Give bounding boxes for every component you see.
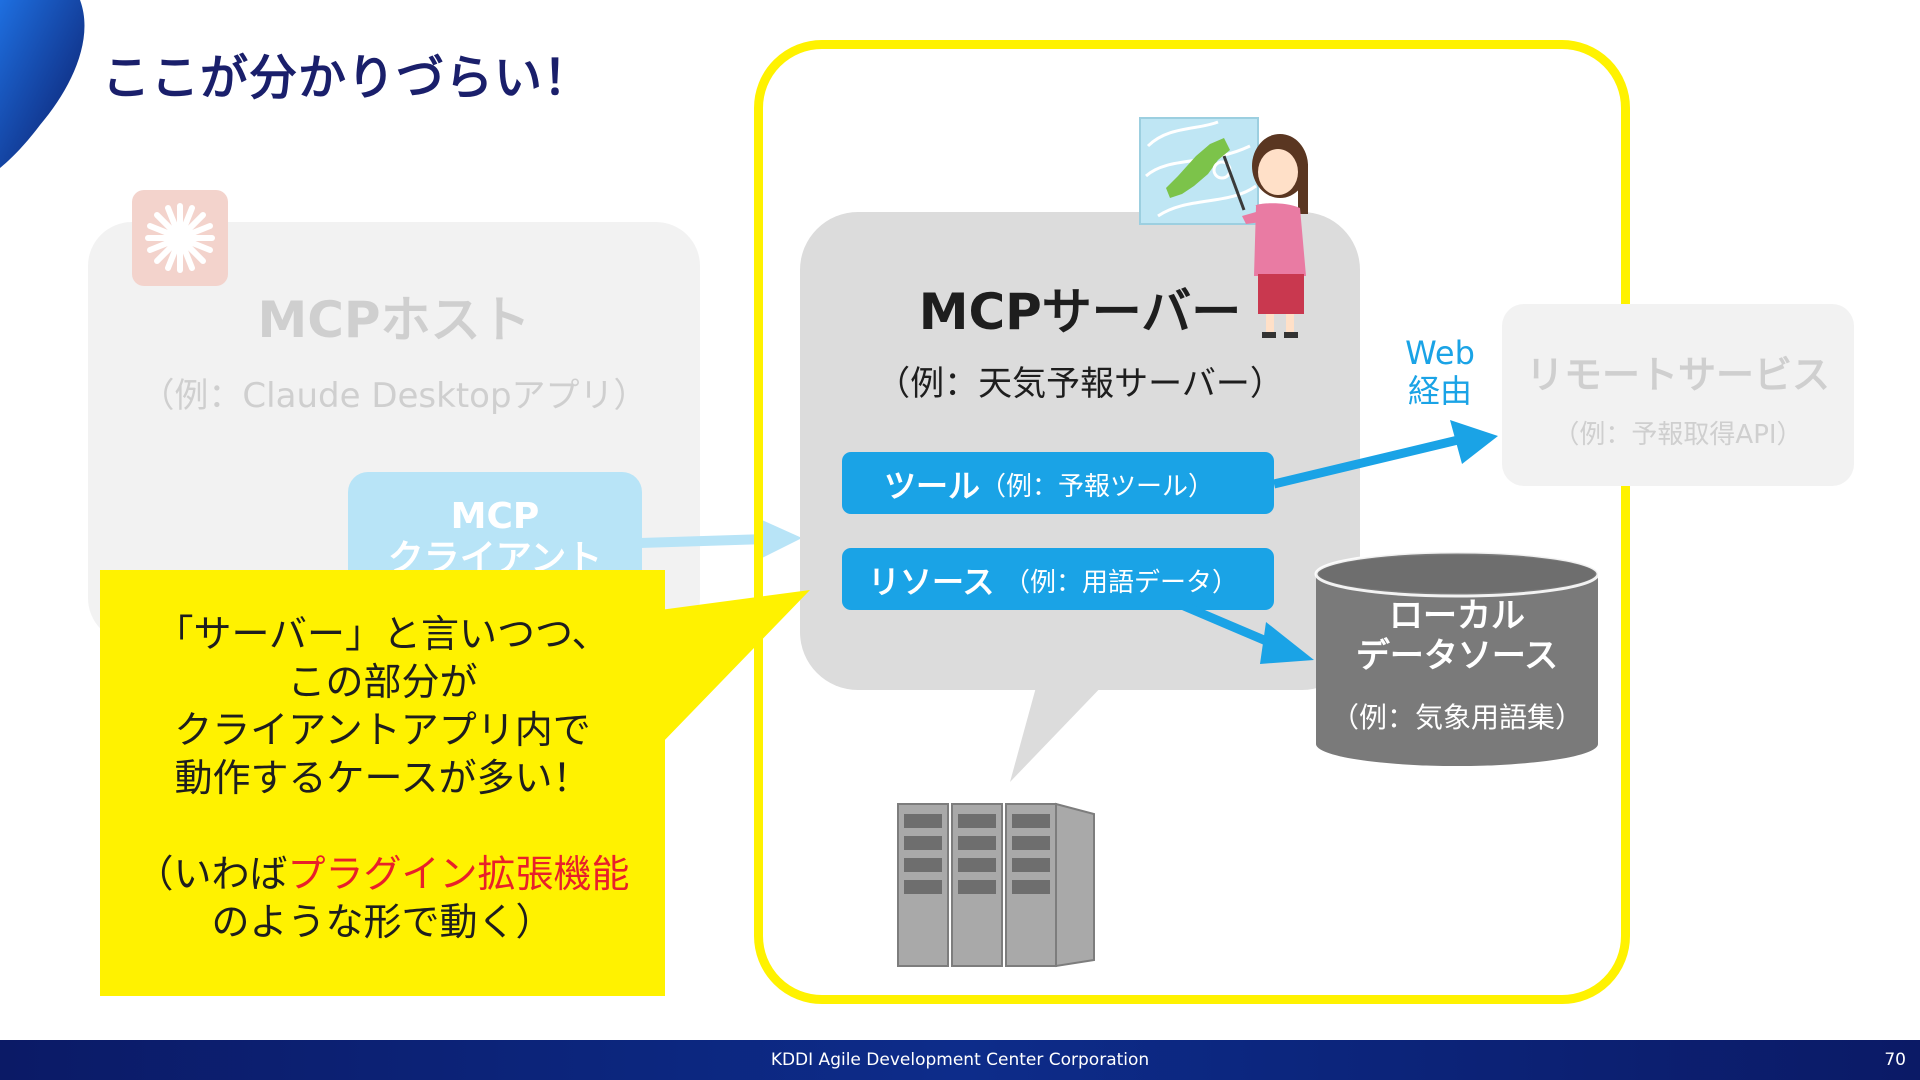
- resource-pill: リソース （例：用語データ）: [842, 548, 1274, 610]
- highlight-frame: [754, 40, 1630, 1004]
- remote-service-title: リモートサービス: [1525, 353, 1830, 397]
- slide-title: ここが分かりづらい！: [102, 50, 593, 106]
- resource-label: リソース: [868, 563, 995, 601]
- local-data-title: ローカル データソース: [1314, 596, 1600, 676]
- client-to-server-arrow: [640, 520, 802, 558]
- callout-line5: （いわばプラグイン拡張機能: [100, 850, 665, 898]
- tool-to-remote-arrow: [1272, 420, 1498, 489]
- page-number: 70: [1884, 1050, 1906, 1070]
- callout-line4: 動作するケースが多い！: [174, 756, 591, 800]
- presenter-woman-icon: [1222, 134, 1308, 338]
- callout-line1: 「サーバー」と言いつつ、: [155, 612, 610, 656]
- resource-to-database-arrow: [1182, 601, 1314, 664]
- callout-line5-prefix: （いわば: [135, 852, 288, 896]
- weather-map-icon: [1139, 117, 1259, 225]
- callout-text: 「サーバー」と言いつつ、 この部分が クライアントアプリ内で 動作するケースが多…: [100, 610, 665, 946]
- tool-example: （例：予報ツール）: [980, 472, 1215, 502]
- web-label-line2: 経由: [1407, 372, 1472, 410]
- tool-label: ツール: [884, 467, 981, 505]
- callout-box: [100, 570, 665, 996]
- local-data-title-line2: データソース: [1355, 636, 1559, 676]
- callout-pointer: [660, 590, 810, 745]
- remote-service-box: [1502, 304, 1854, 486]
- tool-pill: ツール （例：予報ツール）: [842, 452, 1274, 514]
- web-label-line1: Web: [1405, 334, 1475, 372]
- mcp-host-title: MCPホスト: [257, 291, 531, 349]
- callout-line3: クライアントアプリ内で: [174, 708, 591, 752]
- local-database-icon: [1314, 550, 1600, 766]
- resource-example: （例：用語データ）: [1004, 568, 1239, 598]
- local-data-example: （例：気象用語集）: [1330, 701, 1583, 734]
- server-rack-icon: [897, 802, 1095, 968]
- remote-service-example: （例：予報取得API）: [1553, 420, 1803, 450]
- mcp-server-example: （例：天気予報サーバー）: [876, 364, 1284, 404]
- callout-highlight: プラグイン拡張機能: [287, 852, 630, 896]
- claude-logo-icon: [132, 190, 228, 286]
- mcp-client-line1: MCP: [450, 496, 540, 537]
- callout-line6: のような形で動く）: [211, 900, 554, 944]
- mcp-host-example: （例：Claude Desktopアプリ）: [140, 376, 648, 416]
- corner-decoration: [0, 0, 85, 168]
- web-label: Web 経由: [1398, 334, 1482, 410]
- callout-line2: この部分が: [287, 660, 478, 704]
- local-data-title-line1: ローカル: [1389, 596, 1525, 636]
- footer-bar: [0, 1040, 1920, 1080]
- speech-bubble-tail: [1010, 680, 1108, 782]
- footer-company: KDDI Agile Development Center Corporatio…: [770, 1050, 1150, 1070]
- mcp-server-title: MCPサーバー: [918, 283, 1242, 341]
